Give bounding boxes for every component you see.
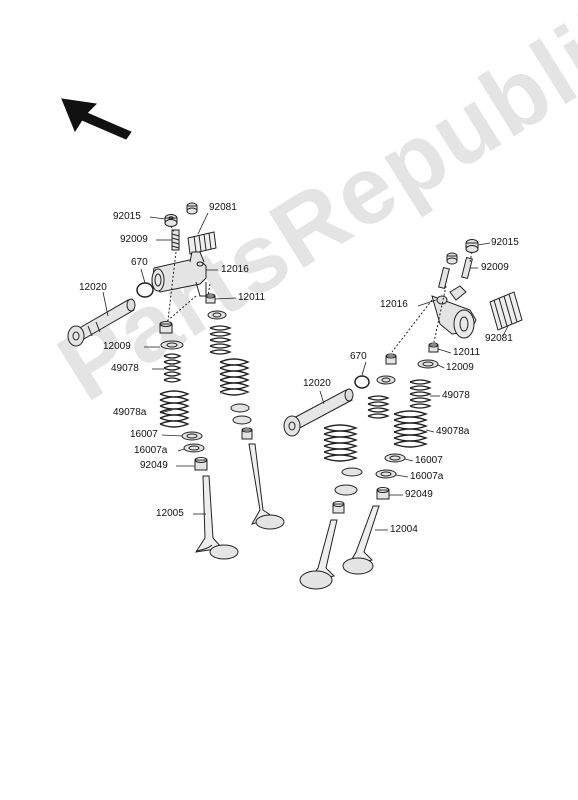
valve-seal-92049-right (376, 487, 390, 500)
o-ring-670-left (136, 282, 154, 298)
retainer-left-a (160, 340, 184, 350)
label-92081-right: 92081 (485, 333, 513, 344)
label-16007-right: 16007 (415, 455, 443, 466)
nut-right-2 (446, 252, 458, 265)
seat-16007a-left (183, 443, 205, 453)
label-92049-right: 92049 (405, 489, 433, 500)
label-12004: 12004 (390, 524, 418, 535)
label-49078-left: 49078 (111, 363, 139, 374)
outer-spring-left-2 (219, 358, 250, 396)
left-valve-assembly (67, 202, 285, 560)
o-ring-670-right (354, 375, 370, 389)
nut-92015-left (164, 214, 178, 227)
inner-spring-left-2 (209, 325, 232, 355)
label-92015-right: 92015 (491, 237, 519, 248)
label-16007a-left: 16007a (134, 445, 168, 456)
rocker-shaft-12020-right (283, 388, 354, 437)
outer-spring-right-2 (323, 424, 358, 462)
label-12011-right: 12011 (453, 347, 481, 358)
label-12016-right: 12016 (380, 299, 408, 310)
rocker-shaft-12020-left (67, 298, 136, 347)
retainer-left-b (207, 310, 227, 320)
label-12020-right: 12020 (303, 378, 331, 389)
inner-spring-49078-right (409, 379, 432, 409)
valve-seal-left-2 (241, 427, 253, 440)
label-92049-left: 92049 (140, 460, 168, 471)
pad-12011-left (205, 293, 216, 304)
valve-seal-92049-left (194, 457, 208, 471)
label-670-right: 670 (350, 351, 367, 362)
inner-spring-right-2 (367, 395, 390, 419)
label-12016-left: 12016 (221, 264, 249, 275)
label-12009-left: 12009 (103, 341, 131, 352)
nut-top-left (186, 202, 198, 215)
label-16007-left: 16007 (130, 429, 158, 440)
spring-92081-left (187, 231, 217, 255)
front-direction-arrow-icon (61, 98, 132, 140)
valve-12004 (342, 505, 380, 575)
label-49078a-left: 49078a (113, 407, 147, 418)
label-92081-left: 92081 (209, 202, 237, 213)
valve-right-2 (299, 519, 338, 590)
outer-spring-49078a-right (393, 410, 428, 448)
label-92009-left: 92009 (120, 234, 148, 245)
pad-12009-left (159, 321, 173, 334)
rocker-arm-12016-left (151, 251, 207, 297)
seat-16007-right (384, 453, 406, 463)
label-92009-right: 92009 (481, 262, 509, 273)
seat-16007a-right (375, 469, 397, 479)
label-12011-left: 12011 (238, 292, 266, 303)
valve-seal-right-2 (332, 501, 345, 514)
label-16007a-right: 16007a (410, 471, 444, 482)
valve-12005 (194, 475, 239, 560)
leader-lines (102, 212, 509, 531)
label-12009-right: 12009 (446, 362, 474, 373)
label-92015-left: 92015 (113, 211, 141, 222)
retainer-12009-right (417, 359, 439, 369)
outer-spring-49078a-left (159, 390, 190, 428)
pad-12011-right (428, 342, 439, 353)
label-12020-left: 12020 (79, 282, 107, 293)
label-49078a-right: 49078a (436, 426, 470, 437)
label-49078-right: 49078 (442, 390, 470, 401)
spring-92081-right (489, 291, 523, 331)
right-valve-assembly (283, 239, 523, 590)
label-670-left: 670 (131, 257, 148, 268)
inner-spring-49078-left (163, 353, 182, 383)
valve-left-2 (248, 443, 285, 530)
pad-right-2 (385, 353, 397, 365)
adjuster-screw-92009-left (171, 229, 180, 251)
adjuster-screw-92009-right (438, 256, 473, 290)
rocker-arm-12016-right (431, 285, 477, 339)
label-12005: 12005 (156, 508, 184, 519)
seat-16007-left (181, 431, 203, 441)
nut-92015-right (465, 239, 479, 253)
